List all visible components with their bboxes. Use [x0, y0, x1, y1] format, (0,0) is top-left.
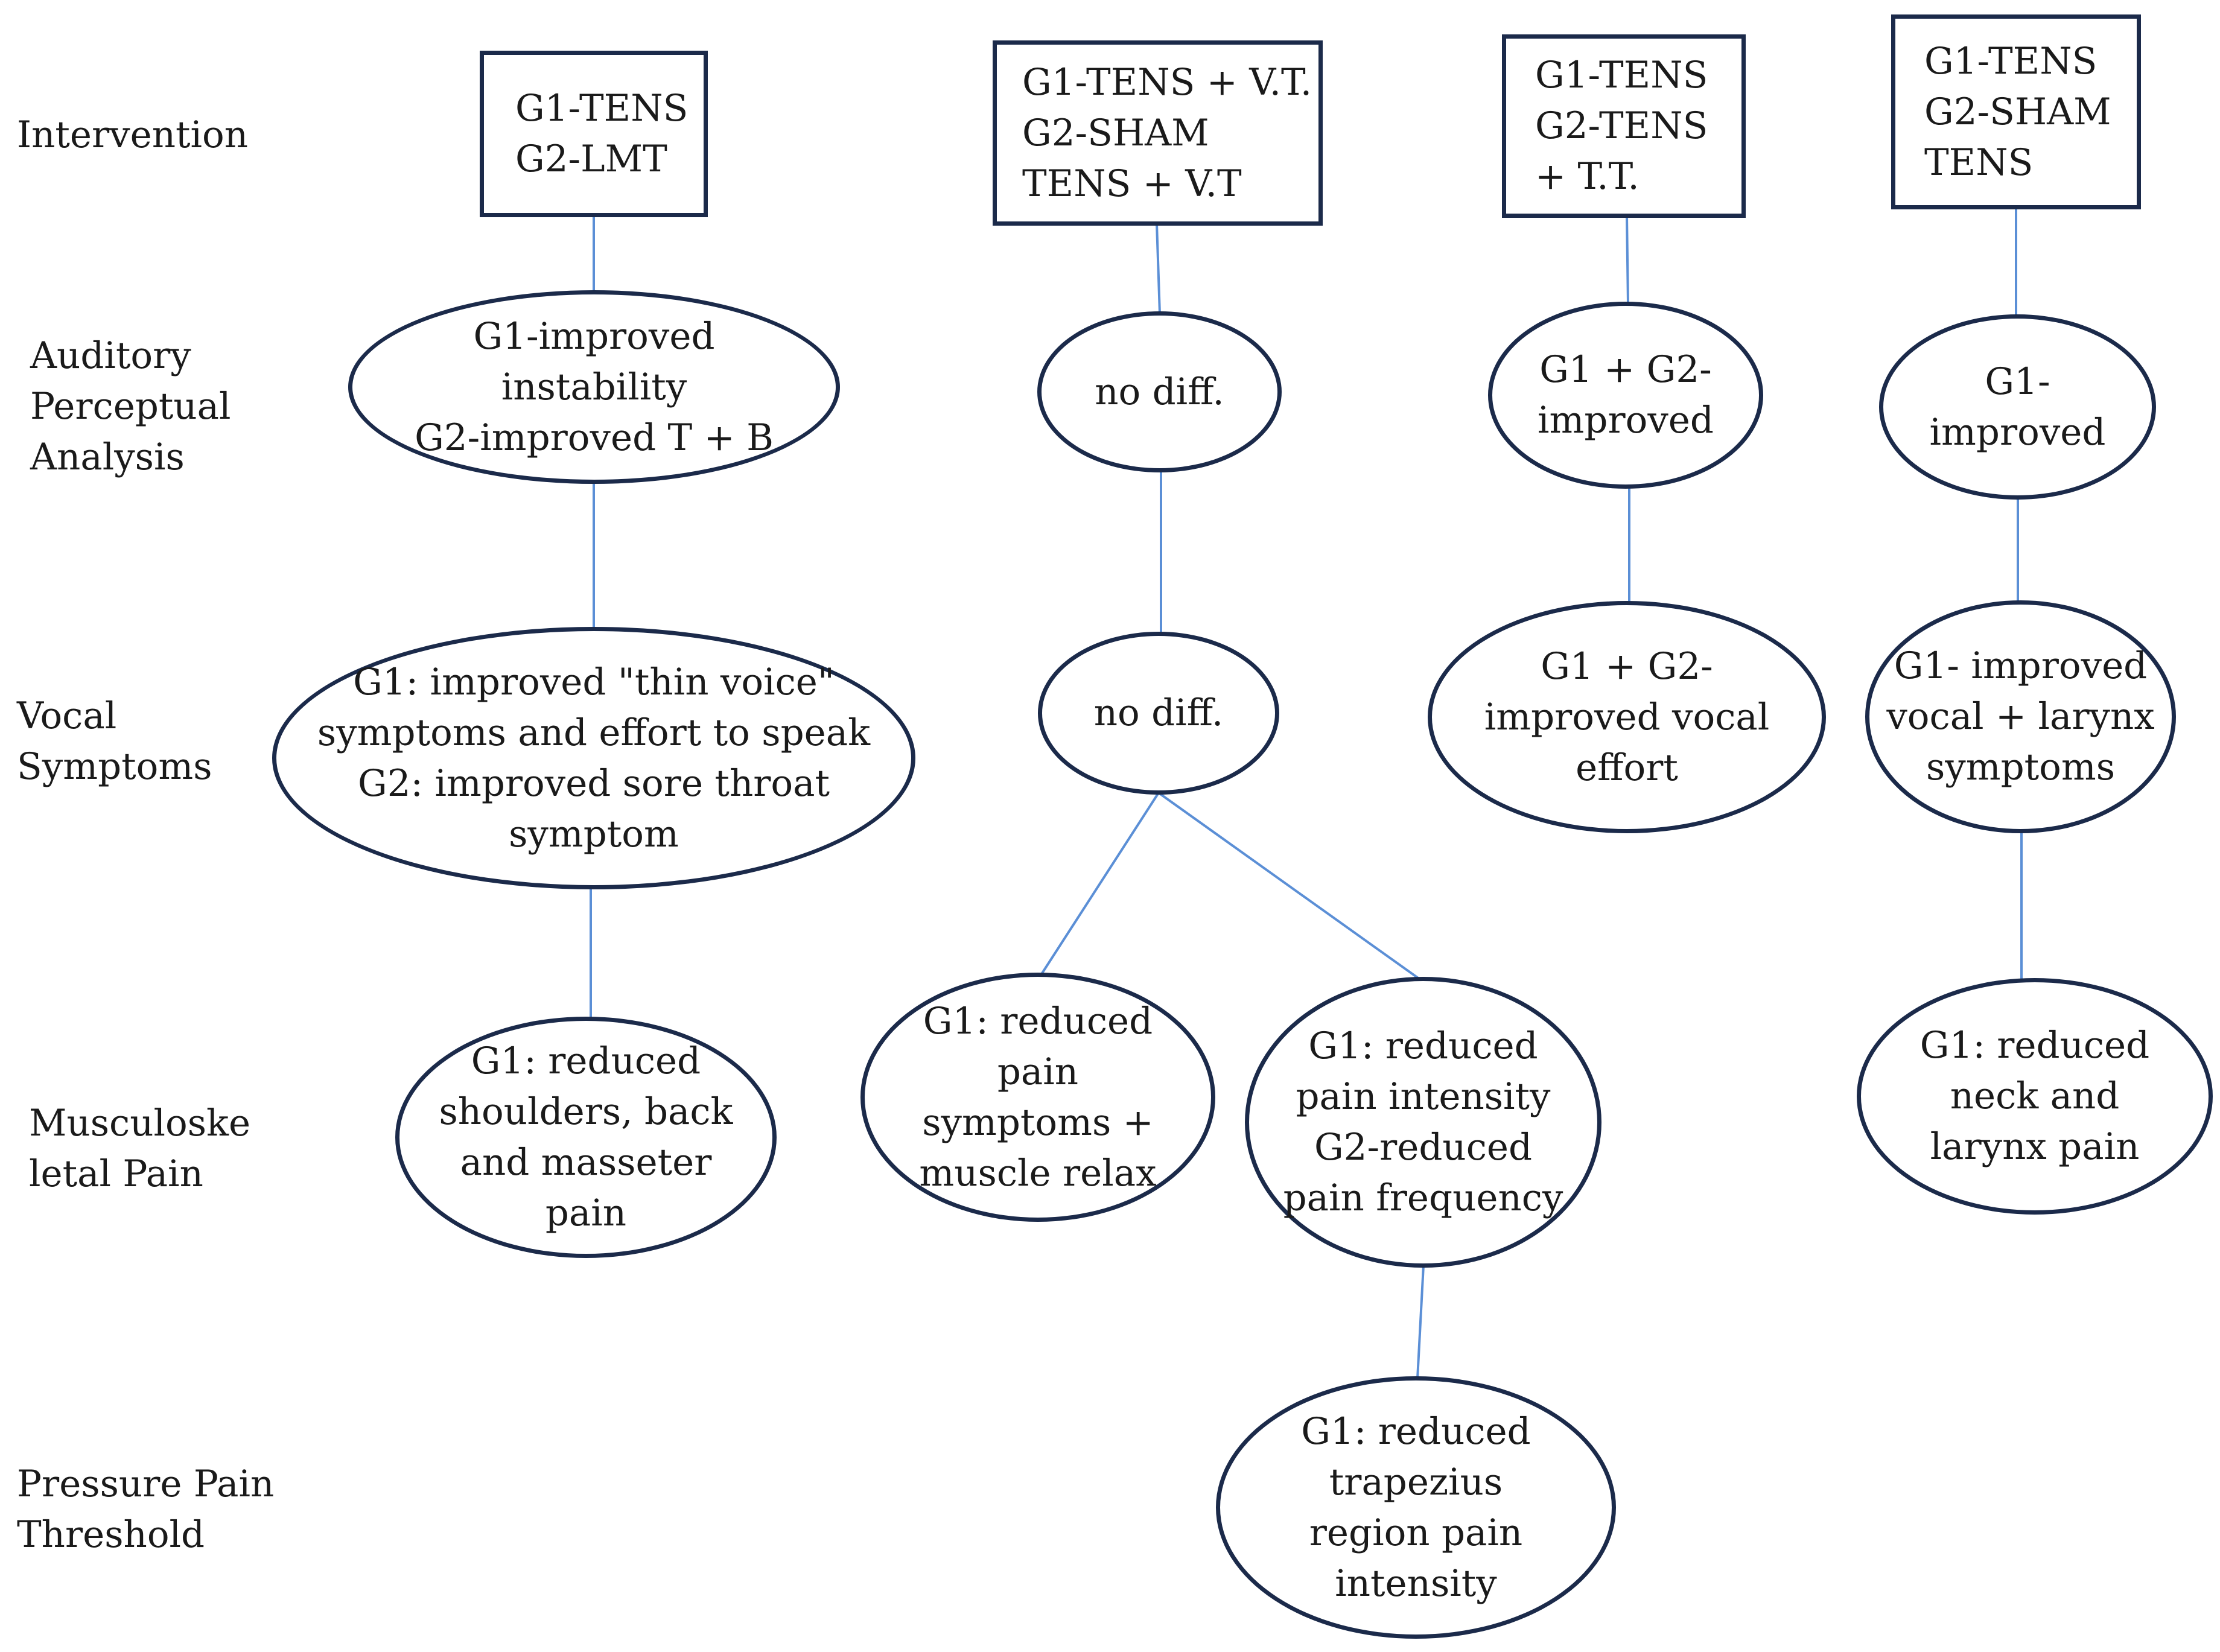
connector-c2-intervention-auditory [1156, 223, 1161, 314]
connector-c2-musculo-b-pressure [1416, 1265, 1425, 1379]
node-c3-vocal: G1 + G2- improved vocal effort [1428, 601, 1826, 833]
node-c4-vocal: G1- improved vocal + larynx symptoms [1865, 600, 2176, 833]
row-label-vocal-symptoms: Vocal Symptoms [17, 694, 212, 788]
node-c2-pressure: G1: reduced trapezius region pain intens… [1216, 1376, 1616, 1639]
row-label-pressure-pain-threshold: Pressure Pain Threshold [17, 1463, 275, 1556]
row-label-auditory-perceptual-analysis: Auditory Perceptual Analysis [30, 334, 231, 478]
node-c2-auditory: no diff. [1037, 311, 1282, 472]
node-c1-auditory: G1-improved instability G2-improved T + … [348, 290, 840, 484]
connector-c3-intervention-auditory [1626, 215, 1629, 305]
node-c4-auditory: G1- improved [1879, 314, 2156, 500]
node-c2-musculoskeletal-a: G1: reduced pain symptoms + muscle relax [860, 973, 1215, 1222]
connector-c2-vocal-musculo-a [1040, 792, 1160, 976]
connector-c2-vocal-musculo-b [1157, 792, 1421, 980]
node-c3-auditory: G1 + G2- improved [1488, 302, 1763, 489]
node-c4-intervention: G1-TENS G2-SHAM TENS [1891, 14, 2141, 209]
node-c2-vocal: no diff. [1038, 632, 1279, 795]
node-c2-intervention: G1-TENS + V.T. G2-SHAM TENS + V.T [993, 40, 1323, 226]
node-c1-musculoskeletal: G1: reduced shoulders, back and masseter… [395, 1017, 777, 1258]
node-c2-musculoskeletal-b: G1: reduced pain intensity G2-reduced pa… [1245, 977, 1601, 1268]
node-c1-intervention: G1-TENS G2-LMT [480, 51, 708, 217]
row-label-intervention: Intervention [17, 113, 249, 156]
node-c1-vocal: G1: improved "thin voice" symptoms and e… [272, 627, 915, 889]
row-label-musculoskeletal-pain: Musculoske letal Pain [29, 1102, 251, 1195]
node-c3-intervention: G1-TENS G2-TENS + T.T. [1502, 34, 1746, 218]
node-c4-musculoskeletal: G1: reduced neck and larynx pain [1857, 978, 2213, 1215]
